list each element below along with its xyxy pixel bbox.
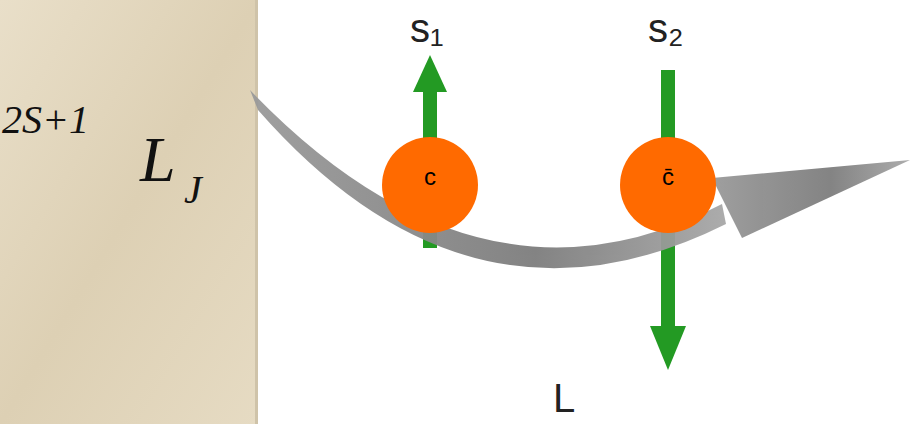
orbital-label: L: [553, 378, 575, 418]
term-multiplicity: 2S+1: [2, 100, 89, 140]
term-total: J: [184, 170, 202, 210]
quark-circle: c̄: [620, 137, 716, 233]
spin-label: s₁: [410, 8, 444, 48]
quark-circle: c: [382, 137, 478, 233]
slide-background: [0, 0, 258, 424]
white-panel: [258, 0, 922, 424]
spin-label: s₂: [648, 8, 684, 48]
quark-label: c̄: [620, 137, 716, 191]
orbital-arrow: [250, 90, 910, 268]
quark-label: c: [382, 137, 478, 191]
term-orbital: L: [140, 128, 176, 192]
